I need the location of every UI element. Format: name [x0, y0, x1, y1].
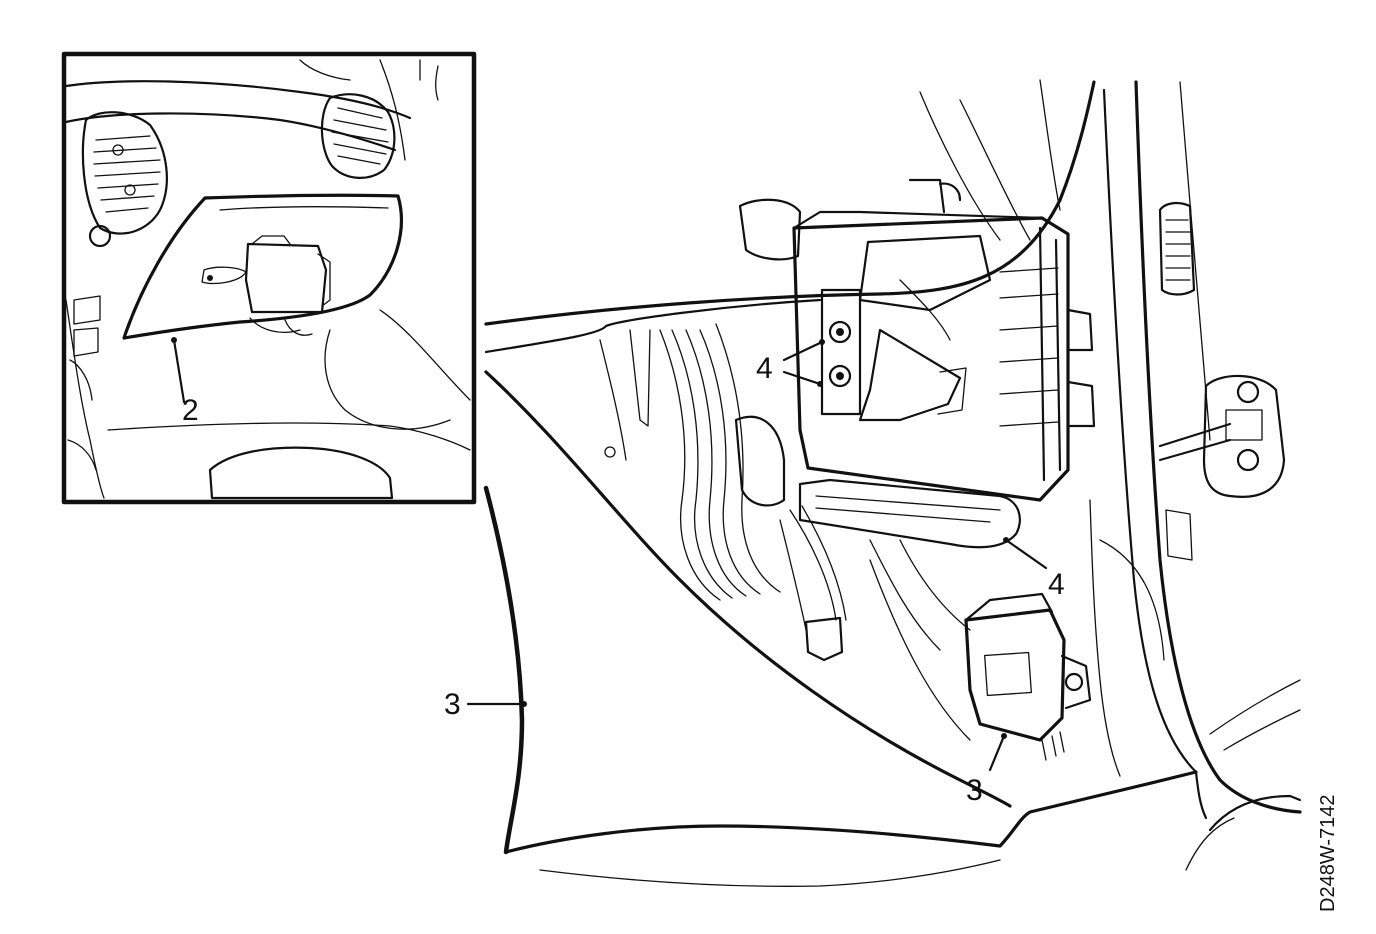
small-control-unit	[964, 608, 1066, 742]
screw-lower	[828, 364, 852, 388]
callout-label-3-bottom: 3	[966, 774, 983, 807]
drawing-code: D248W-7142	[1317, 795, 1339, 912]
callout-label-4-lower: 4	[1048, 568, 1065, 601]
module-bracket	[858, 328, 962, 422]
dash-edge-line	[484, 80, 1096, 326]
inset-speaker-grille	[81, 111, 168, 235]
module-screw-plate	[820, 288, 862, 416]
callout-4-upper-leader	[782, 340, 824, 386]
main-control-module	[792, 216, 1070, 502]
screw-upper	[828, 320, 852, 344]
callout-label-2: 2	[182, 394, 199, 427]
inset-air-vent	[320, 93, 396, 179]
callout-label-3-left: 3	[444, 688, 461, 721]
module-lower-tray	[798, 478, 1021, 549]
trim-panel-edge	[484, 370, 1012, 808]
wiring-harness	[599, 323, 781, 601]
inset-control-module	[244, 242, 328, 314]
main-view: 4 4 3	[444, 79, 1302, 887]
inset-knob	[88, 224, 112, 248]
inset-frame	[61, 51, 477, 505]
trim-panel-outline	[483, 485, 525, 855]
inset-callout-leader	[172, 338, 186, 404]
harness-plug	[804, 616, 844, 662]
callout-4-lower-leader	[1004, 538, 1048, 570]
inset-seat	[208, 446, 394, 500]
inset-lower-panel	[122, 193, 403, 340]
module-mounting-tab	[738, 198, 802, 261]
inset-panel: 2	[61, 51, 477, 505]
pillar-knob	[1158, 201, 1196, 296]
inset-dash-top	[64, 80, 412, 120]
a-pillar-outline	[1134, 80, 1302, 814]
harness-connector	[734, 415, 786, 507]
callout-3-bottom-leader	[988, 734, 1006, 772]
pillar-bracket	[1202, 374, 1286, 498]
callout-label-4-upper: 4	[756, 352, 773, 385]
